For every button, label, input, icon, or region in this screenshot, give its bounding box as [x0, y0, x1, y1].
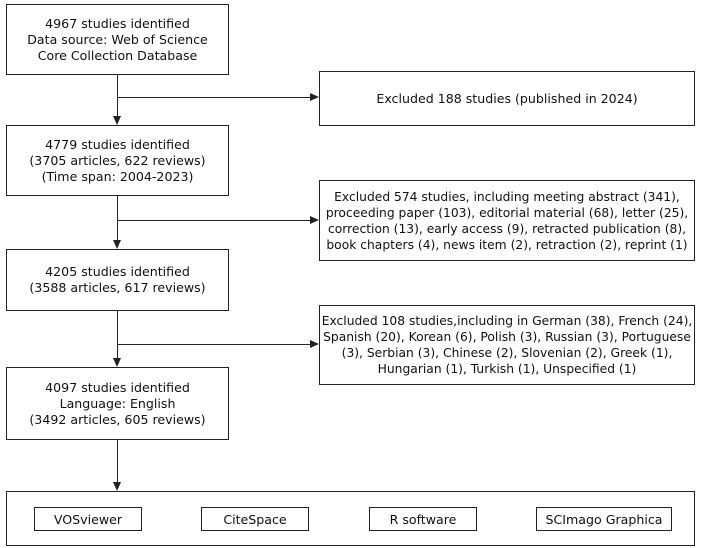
arrowhead-excluded-language: [310, 340, 319, 348]
final-line-1: 4097 studies identified: [45, 379, 190, 395]
exclusion-connector-1: [117, 97, 310, 99]
step2-line-3: (Time span: 2004-2023): [41, 168, 194, 184]
excluded-language-line-3: (3), Serbian (3), Chinese (2), Slovenian…: [341, 346, 673, 360]
exclusion-connector-2: [117, 220, 310, 222]
arrowhead-to-tools: [113, 482, 121, 491]
arrowhead-excluded-2024: [310, 93, 319, 101]
step2-line-1: 4779 studies identified: [45, 136, 190, 152]
tool-citespace: CiteSpace: [201, 507, 309, 531]
source-line-3: Core Collection Database: [37, 47, 198, 63]
step3-box: 4205 studies identified (3588 articles, …: [6, 249, 229, 311]
step3-line-2: (3588 articles, 617 reviews): [29, 280, 206, 295]
excluded-language-box: Excluded 108 studies,including in German…: [319, 305, 695, 385]
excluded-types-line-2: proceeding paper (103), editorial materi…: [325, 205, 689, 220]
tool-vosviewer: VOSviewer: [34, 507, 142, 531]
step2-line-2: (3705 articles, 622 reviews): [29, 152, 206, 168]
connector-2-3: [117, 196, 119, 240]
final-line-3: (3492 articles, 605 reviews): [29, 411, 206, 427]
excluded-types-box: Excluded 574 studies, including meeting …: [319, 180, 695, 261]
source-line-1: 4967 studies identified: [45, 15, 190, 31]
arrowhead-to-step3: [113, 240, 121, 249]
source-line-2: Data source: Web of Science: [27, 31, 208, 47]
excluded-language-line-1: Excluded 108 studies,including in German…: [321, 314, 693, 328]
connector-3-4: [117, 311, 119, 358]
excluded-types-line-3: correction (13), early access (9), retra…: [327, 221, 687, 236]
arrowhead-excluded-types: [310, 216, 319, 224]
connector-1-2: [117, 75, 119, 116]
excluded-2024-box: Excluded 188 studies (published in 2024): [319, 71, 695, 126]
excluded-language-line-2: Spanish (20), Korean (6), Polish (3), Ru…: [323, 330, 691, 344]
connector-final-tools: [117, 440, 119, 482]
source-box: 4967 studies identified Data source: Web…: [6, 4, 229, 75]
tool-scimago-graphica: SCImago Graphica: [536, 507, 672, 531]
arrowhead-to-final: [113, 358, 121, 367]
final-box: 4097 studies identified Language: Englis…: [6, 367, 229, 440]
step2-box: 4779 studies identified (3705 articles, …: [6, 125, 229, 196]
excluded-2024-line-1: Excluded 188 studies (published in 2024): [376, 90, 638, 106]
arrowhead-to-step2: [113, 116, 121, 125]
excluded-types-line-1: Excluded 574 studies, including meeting …: [334, 189, 680, 204]
exclusion-connector-3: [117, 344, 310, 346]
excluded-types-line-4: book chapters (4), news item (2), retrac…: [326, 237, 688, 252]
step3-line-1: 4205 studies identified: [45, 264, 190, 279]
final-line-2: Language: English: [59, 395, 176, 411]
excluded-language-line-4: Hungarian (1), Turkish (1), Unspecified …: [377, 362, 637, 376]
tool-r-software: R software: [369, 507, 477, 531]
